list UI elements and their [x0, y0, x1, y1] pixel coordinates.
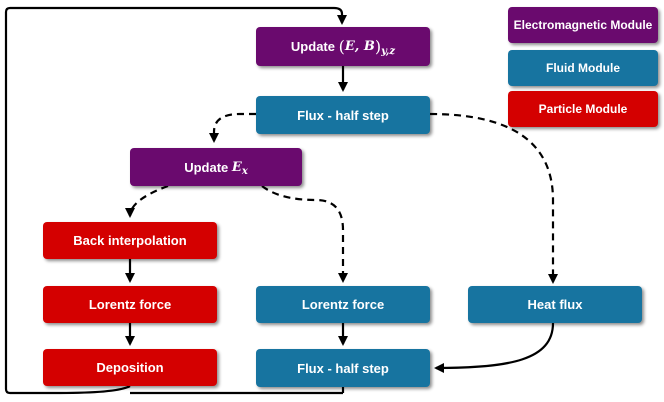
- node-heat-flux: Heat flux: [468, 286, 642, 323]
- update-ex-prefix: Update: [184, 159, 229, 175]
- flux-half-top-label: Flux - half step: [297, 107, 389, 123]
- legend-particle-label: Particle Module: [538, 102, 628, 116]
- edge-flux-top-to-update-ex: [209, 112, 256, 143]
- node-deposition: Deposition: [43, 349, 217, 386]
- legend-fluid: Fluid Module: [508, 50, 658, 86]
- update-ex-sub: x: [241, 165, 248, 177]
- node-back-interpolation: Back interpolation: [43, 222, 217, 259]
- legend-fluid-label: Fluid Module: [546, 61, 620, 75]
- legend-electromagnetic-label: Electromagnetic Module: [513, 18, 653, 32]
- edge-update-ex-to-back-interp: [125, 184, 169, 218]
- back-interpolation-label: Back interpolation: [73, 233, 187, 248]
- update-eb-vars: E, B: [344, 39, 375, 54]
- node-lorentz-particle: Lorentz force: [43, 286, 217, 323]
- legend-electromagnetic: Electromagnetic Module: [508, 7, 658, 43]
- deposition-label: Deposition: [96, 360, 164, 375]
- update-eb-prefix: Update: [290, 39, 335, 54]
- update-eb-open: (: [338, 37, 345, 56]
- edge-loop-back: [4, 6, 347, 395]
- node-flux-half-top: Flux - half step: [256, 96, 430, 134]
- edge-flux-top-to-heat-flux: [429, 112, 558, 284]
- node-flux-half-bottom: Flux - half step: [256, 349, 430, 387]
- heat-flux-label: Heat flux: [527, 297, 583, 312]
- edge-heat-flux-to-flux-bottom: [434, 322, 555, 373]
- flux-half-bottom-label: Flux - half step: [297, 360, 389, 376]
- edge-update-ex-to-lorentz-fluid: [261, 185, 348, 283]
- legend-particle: Particle Module: [508, 91, 658, 127]
- node-lorentz-fluid: Lorentz force: [256, 286, 430, 323]
- update-eb-sub: y,z: [381, 46, 396, 57]
- lorentz-particle-label: Lorentz force: [88, 297, 172, 312]
- update-eb-close: ): [374, 37, 382, 56]
- update-ex-var: E: [231, 159, 242, 175]
- lorentz-fluid-label: Lorentz force: [301, 297, 385, 312]
- node-update-eb: Update (E, B)y,z: [256, 27, 430, 66]
